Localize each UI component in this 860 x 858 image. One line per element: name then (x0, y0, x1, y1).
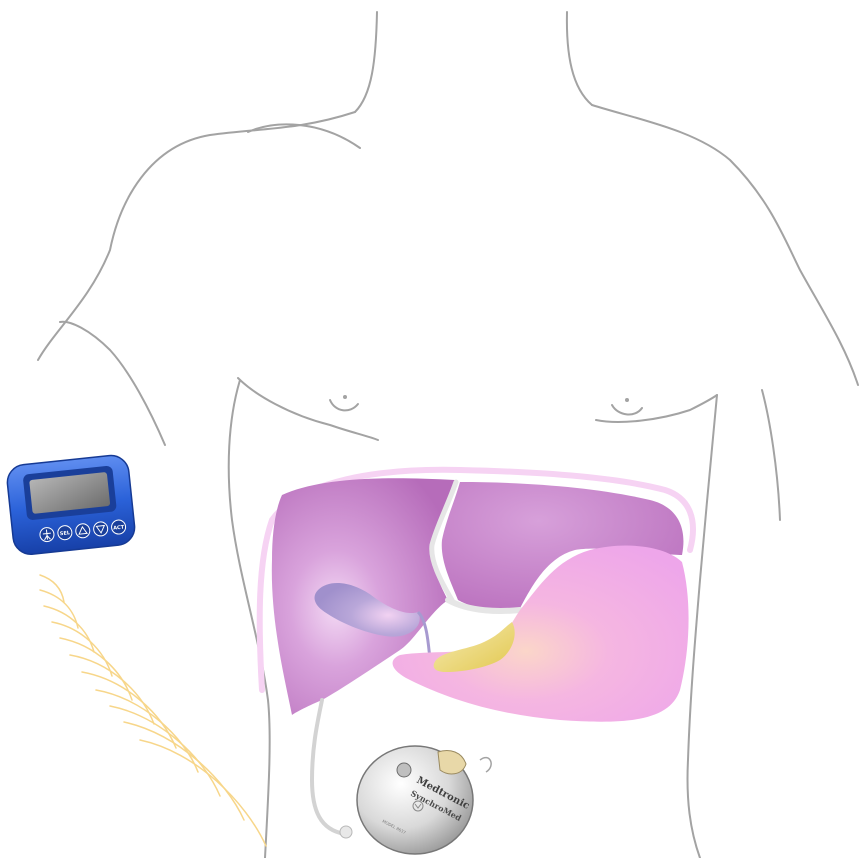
right-nipple (612, 405, 642, 414)
left-inner-arm (60, 322, 165, 445)
left-nipple-dot (343, 395, 347, 399)
right-inner-arm (762, 390, 780, 520)
neck-right (567, 12, 592, 105)
left-shoulder-arm (38, 112, 355, 360)
right-shoulder-arm (592, 105, 858, 385)
pump-top-port (438, 751, 466, 774)
right-nipple-dot (625, 398, 629, 402)
left-clavicle (248, 124, 360, 148)
catheter-connector (340, 826, 352, 838)
neck-left (355, 12, 377, 112)
telemetry-signal-waves (40, 575, 266, 846)
drug-pump[interactable]: Medtronic SynchroMed MODEL 8637 (357, 746, 491, 854)
right-side (688, 395, 718, 858)
pump-side-loop (480, 758, 491, 772)
act-button-label: ACT (113, 524, 125, 531)
patient-programmer[interactable]: SEL ACT (6, 454, 137, 556)
torso-outline (38, 12, 858, 858)
sel-button-label: SEL (60, 530, 72, 537)
left-side (229, 380, 270, 858)
catheter-tube (312, 700, 345, 834)
left-nipple (330, 400, 358, 410)
pump-logo-icon (397, 763, 411, 777)
left-chest (238, 378, 378, 440)
